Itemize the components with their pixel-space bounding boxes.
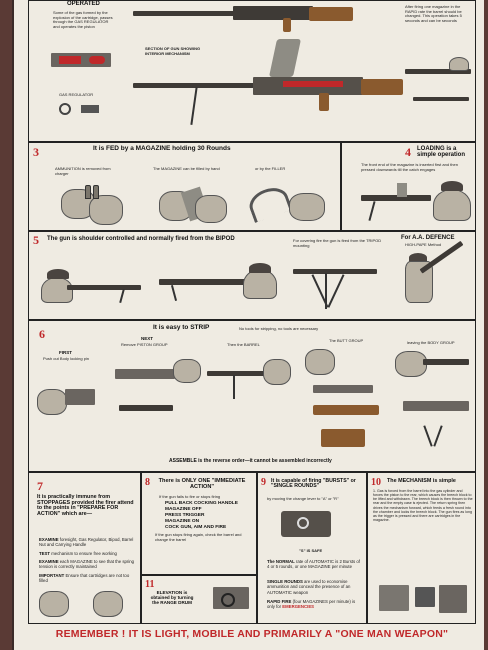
gas-regulator-diagram bbox=[51, 45, 115, 75]
section-3-heading: It is FED by a MAGAZINE holding 30 Round… bbox=[93, 145, 231, 152]
section-5-heading: The gun is shoulder controlled and norma… bbox=[47, 236, 235, 242]
regulator-parts bbox=[59, 101, 109, 125]
first-label: FIRST bbox=[59, 350, 72, 355]
strip-step-4 bbox=[299, 343, 391, 453]
gun-section-illustration bbox=[133, 39, 403, 129]
magazine-hand-caption: The MAGAZINE can be filled by hand bbox=[153, 166, 220, 171]
test-item: TEST mechanism to ensure free working bbox=[39, 551, 117, 556]
aa-soldier-illustration bbox=[401, 240, 473, 319]
butt-text: The BUTT GROUP bbox=[329, 338, 364, 343]
aa-defence-heading: For A.A. DEFENCE bbox=[401, 235, 455, 241]
body-text: leaving the BODY GROUP bbox=[407, 340, 455, 345]
section-6-number: 6 bbox=[39, 327, 45, 341]
rapid-fire-text: RAPID FIRE (four MAGAZINES per minute) i… bbox=[267, 599, 356, 610]
ammunition-caption: AMMUNITION is removed from charger bbox=[55, 166, 111, 176]
poster: OPERATED Some of the gas formed by the e… bbox=[12, 0, 484, 650]
section-11-number: 11 bbox=[145, 579, 155, 590]
section-5-number: 5 bbox=[33, 233, 39, 247]
strip-step-2 bbox=[111, 349, 207, 425]
section-9: 9 It is capable of firing "BURSTS" or "S… bbox=[256, 472, 368, 624]
single-rounds-text: SINGLE ROUNDS are used to economise ammu… bbox=[267, 579, 351, 595]
range-drum-illustration bbox=[207, 579, 255, 621]
section-8-sub: If the gun fails to fire or stops firing bbox=[159, 494, 221, 499]
section-3-number: 3 bbox=[33, 145, 39, 159]
safe-label: "S" IS SAFE bbox=[299, 548, 323, 553]
right-text: After firing one magazine in the RAPID r… bbox=[405, 4, 462, 23]
gas-regulator-label: GAS REGULATOR bbox=[59, 92, 94, 97]
section-8-number: 8 bbox=[145, 477, 150, 488]
first-text: Push out Body locking pin bbox=[43, 356, 90, 361]
operated-text: Some of the gas formed by the explosion … bbox=[53, 10, 113, 29]
next-text: Remove PISTON GROUP bbox=[121, 342, 168, 347]
section-11: 11 ELEVATION is obtained by turning the … bbox=[140, 574, 258, 624]
change-lever-illustration bbox=[277, 507, 337, 543]
section-6-heading: It is easy to STRIP bbox=[153, 324, 210, 331]
examine-magazine-item: EXAMINE each MAGAZINE to see that the sp… bbox=[39, 559, 135, 570]
section-4-number: 4 bbox=[405, 145, 411, 159]
tripod-text: For covering fire the gun is fired from … bbox=[293, 238, 382, 248]
section-6-sub: No tools for stripping, no tools are nec… bbox=[239, 326, 319, 331]
strip-step-5 bbox=[393, 349, 475, 453]
section-10-text: 1. Gas is forced from the barrel into th… bbox=[373, 489, 473, 522]
section-4: 4 LOADING is a simple operation The fron… bbox=[340, 142, 476, 232]
mechanism-diagram bbox=[375, 581, 471, 621]
action-1: PULL BACK COCKING HANDLE bbox=[165, 501, 238, 506]
section-3: 3 It is FED by a MAGAZINE holding 30 Rou… bbox=[28, 142, 342, 232]
section-4-text: The front end of the magazine is inserte… bbox=[361, 162, 458, 172]
section-8-heading: There is ONLY ONE "IMMEDIATE ACTION" bbox=[158, 478, 246, 490]
action-5: COCK GUN, AIM AND FIRE bbox=[165, 525, 227, 531]
aa-defence-sub: HIGH-PAPE Method bbox=[405, 242, 442, 247]
operated-heading: OPERATED bbox=[67, 1, 100, 7]
tripod-illustration bbox=[289, 257, 397, 317]
action-2: MAGAZINE OFF bbox=[165, 507, 202, 513]
immediate-action-list: PULL BACK COCKING HANDLE MAGAZINE OFF PR… bbox=[165, 501, 253, 530]
normal-rate-text: The NORMAL rate of AUTOMATIC is 2 Bursts… bbox=[267, 559, 360, 570]
filler-caption: or by the FILLER bbox=[255, 166, 286, 171]
section-7-hands bbox=[37, 587, 137, 621]
important-item: IMPORTANT Ensure that cartridges are not… bbox=[39, 573, 130, 584]
hands-magazine-illustration bbox=[155, 183, 235, 229]
section-5: 5 The gun is shoulder controlled and nor… bbox=[28, 230, 476, 320]
section-label: SECTION OF GUN SHOWING INTERIOR MECHANIS… bbox=[145, 46, 201, 56]
section-8-text: If the gun stops firing again, check the… bbox=[155, 532, 242, 542]
section-7-heading: It is practically immune from STOPPAGES … bbox=[37, 494, 134, 518]
barrel-text: Then the BARREL bbox=[227, 342, 260, 347]
action-4: MAGAZINE ON bbox=[165, 519, 200, 525]
section-10-heading: The MECHANISM is simple bbox=[387, 478, 456, 484]
section-11-heading: ELEVATION is obtained by turning the RAN… bbox=[150, 590, 194, 605]
section-10-number: 10 bbox=[371, 477, 381, 488]
examine-item: EXAMINE foresight, Gas Regulator, Bipod,… bbox=[39, 537, 134, 548]
section-7: 7 It is practically immune from STOPPAGE… bbox=[28, 472, 142, 624]
section-top: OPERATED Some of the gas formed by the e… bbox=[28, 0, 476, 142]
strip-step-3 bbox=[205, 351, 297, 425]
footer-slogan: REMEMBER ! IT IS LIGHT, MOBILE AND PRIMA… bbox=[55, 628, 449, 640]
next-label: NEXT bbox=[141, 336, 154, 341]
barrel-change-illustration bbox=[405, 53, 475, 113]
section-9-heading: It is capable of firing "BURSTS" or "SIN… bbox=[271, 478, 356, 490]
action-3: PRESS TRIGGER bbox=[165, 513, 205, 519]
gun-external-illustration bbox=[133, 1, 353, 35]
assemble-text: ASSEMBLE is the reverse order—it cannot … bbox=[169, 458, 332, 464]
section-9-sub: by moving the change lever to "A" or "R" bbox=[267, 496, 339, 501]
hands-ammunition-illustration bbox=[55, 183, 135, 229]
section-7-number: 7 bbox=[37, 479, 43, 493]
prone-soldier-2 bbox=[155, 255, 283, 317]
filler-illustration bbox=[243, 183, 339, 229]
section-4-heading: LOADING is a simple operation bbox=[417, 146, 466, 159]
section-10: 10 The MECHANISM is simple 1. Gas is for… bbox=[366, 472, 476, 624]
loading-soldier-illustration bbox=[357, 177, 475, 229]
section-8: 8 There is ONLY ONE "IMMEDIATE ACTION" I… bbox=[140, 472, 258, 576]
strip-step-1 bbox=[37, 375, 107, 425]
section-9-number: 9 bbox=[261, 477, 266, 488]
section-6: 6 It is easy to STRIP No tools for strip… bbox=[28, 320, 476, 472]
prone-soldier-1 bbox=[37, 257, 147, 317]
